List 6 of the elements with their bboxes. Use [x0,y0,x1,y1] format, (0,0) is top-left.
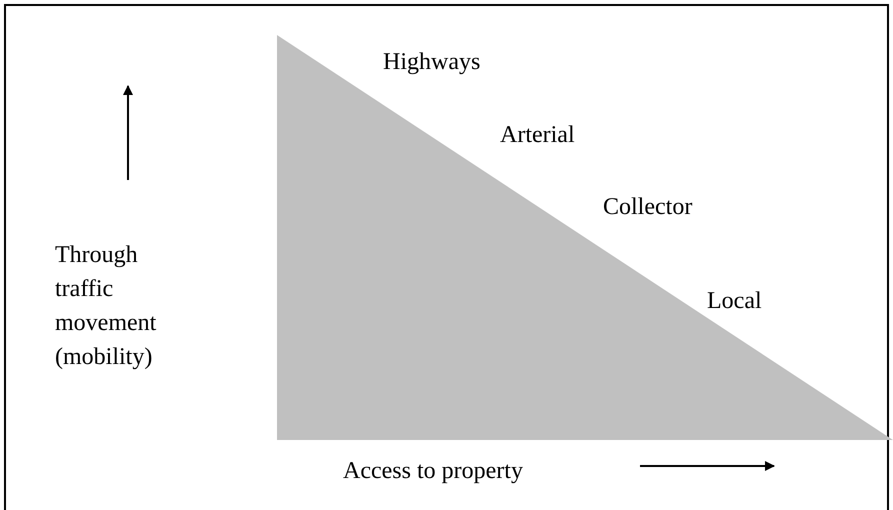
axis-label: Through traffic movement (mobility) [55,241,158,372]
road-class-label: Collector [603,193,692,222]
road-class-label: Local [707,287,762,316]
road-class-label: Highways [383,48,480,77]
axis-label: Access to property [343,457,523,486]
road-class-label: Arterial [500,121,575,150]
